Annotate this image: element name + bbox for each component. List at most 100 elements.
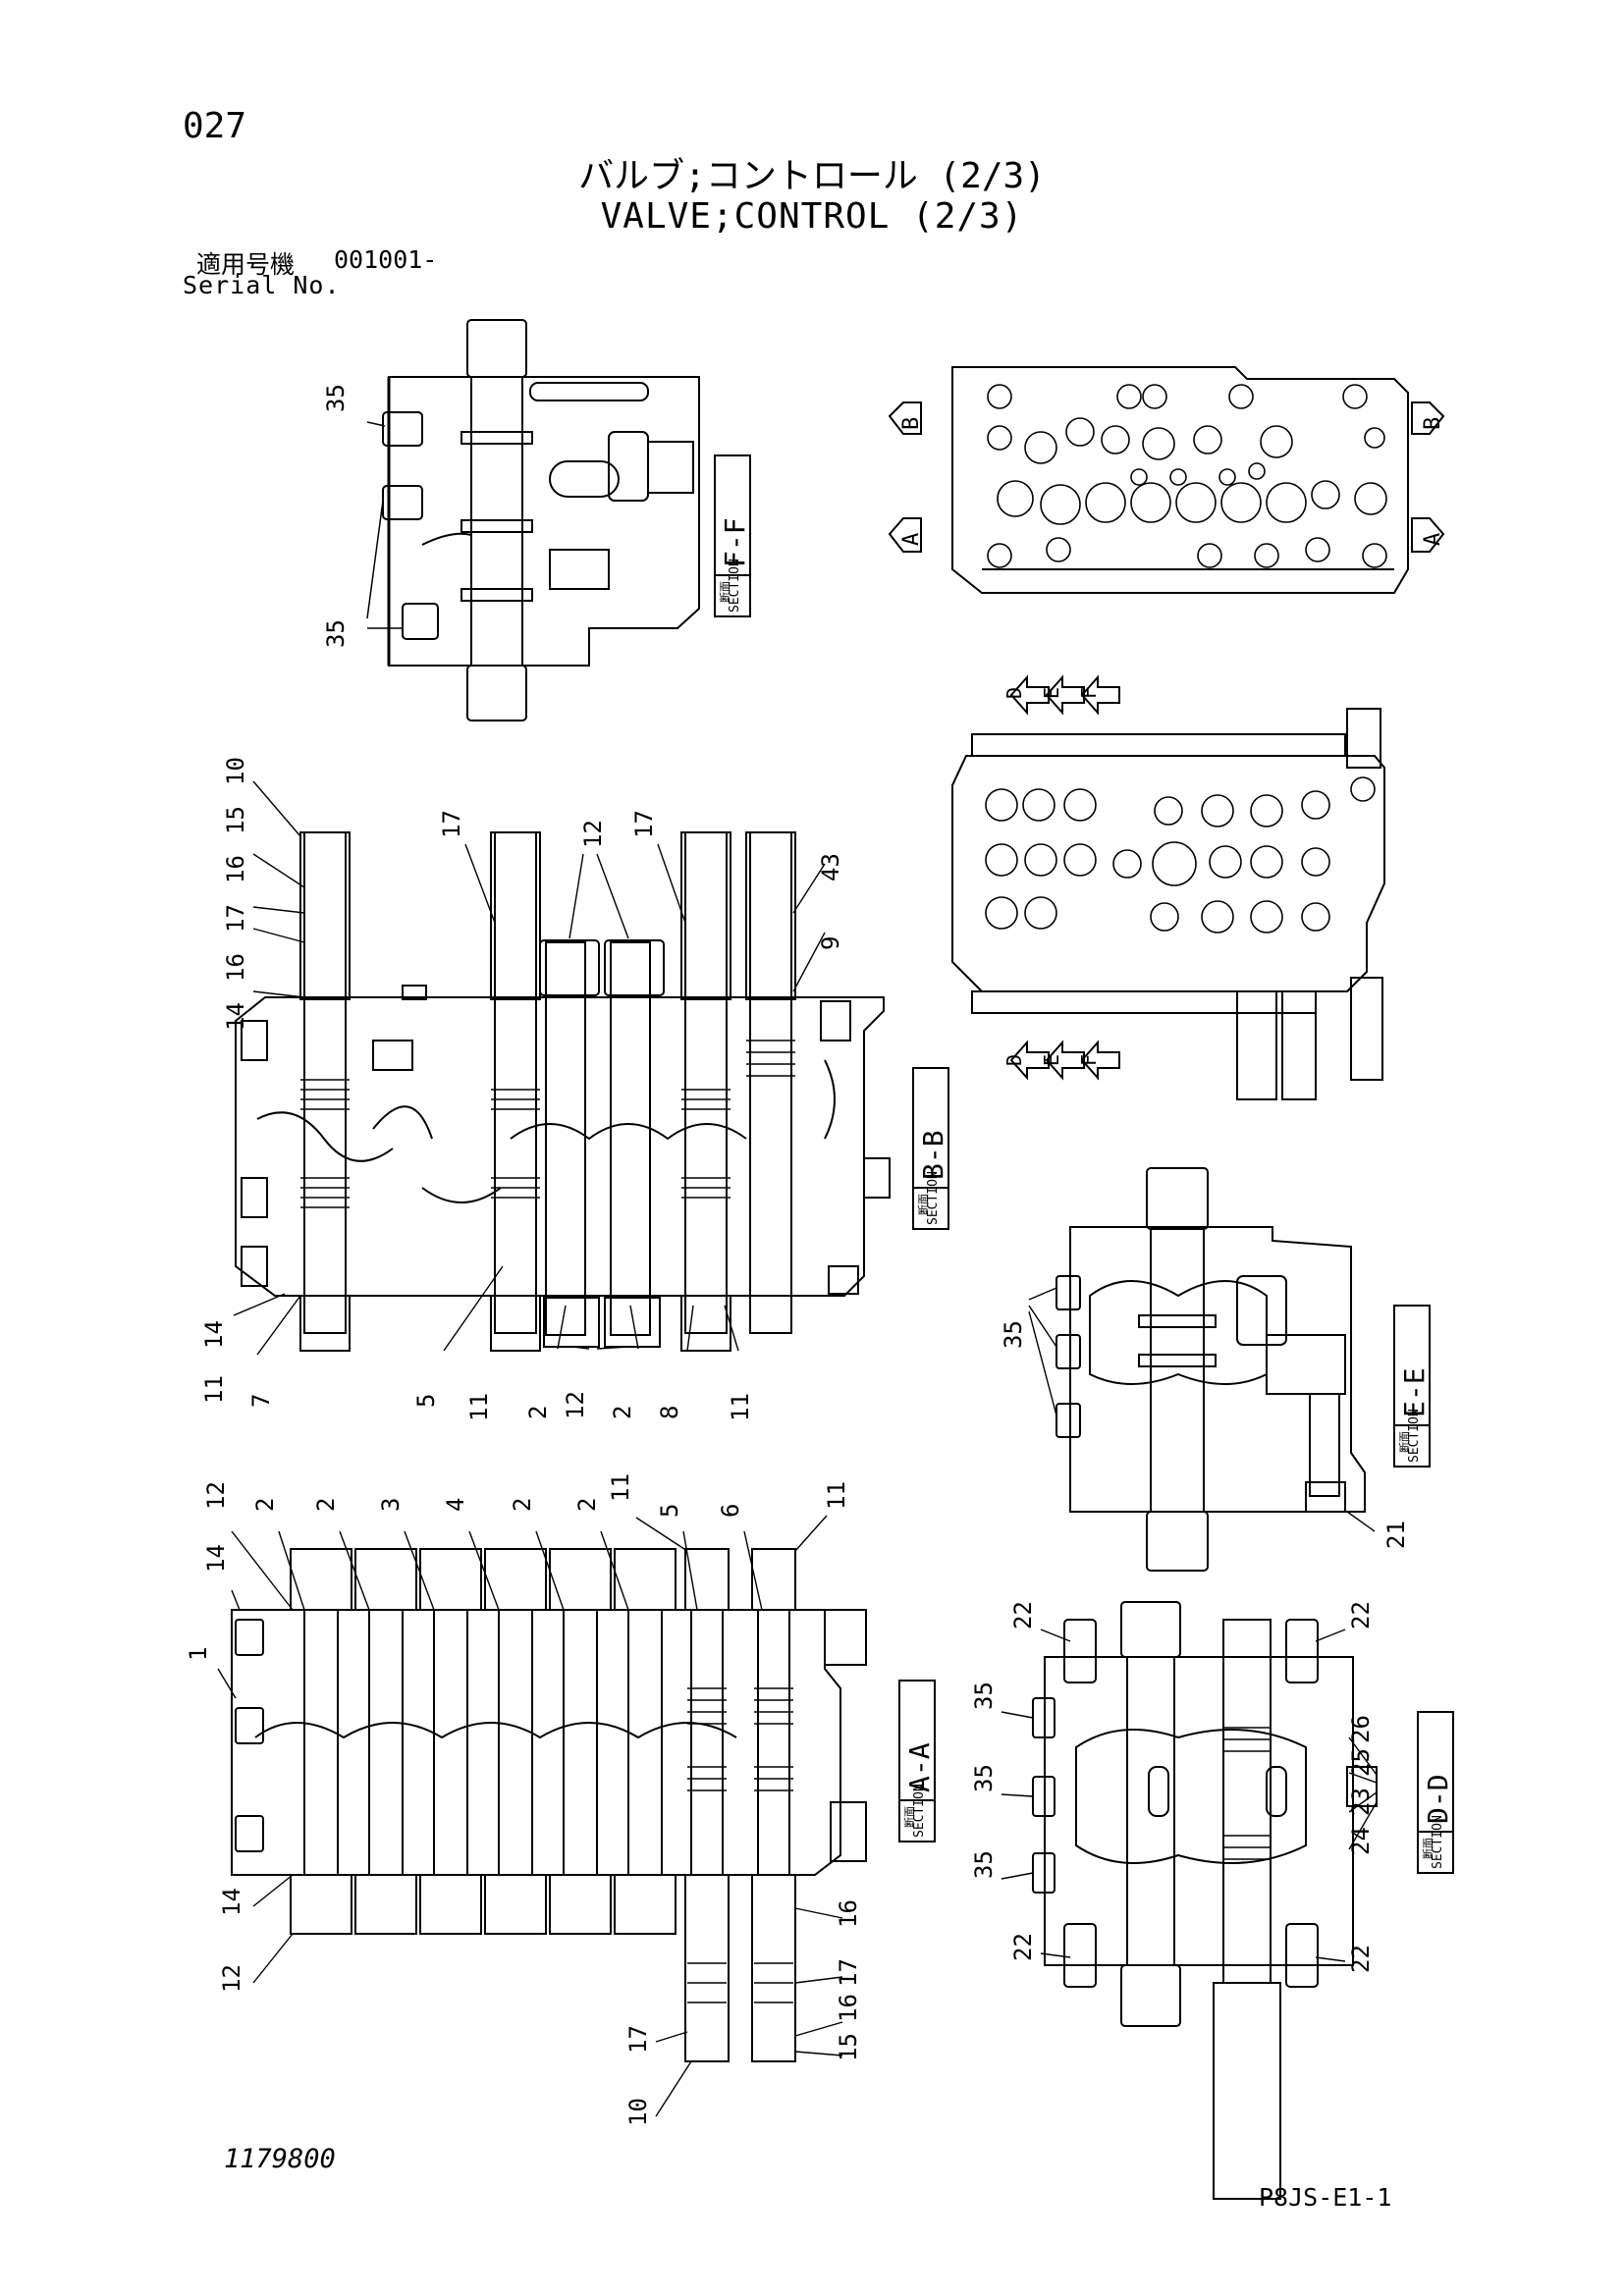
callout-dd-35-a: 35	[970, 1682, 998, 1710]
svg-text:A-A: A-A	[903, 1742, 936, 1792]
view-marker-a-right: A	[1421, 533, 1445, 546]
callout-bb-5: 5	[412, 1394, 440, 1408]
top-view	[888, 366, 1445, 594]
callout-aa-2-d: 2	[573, 1498, 601, 1512]
serial-label-english: Serial No.	[183, 271, 341, 299]
svg-text:断面: 断面	[718, 581, 731, 603]
callout-aa-1: 1	[185, 1647, 212, 1661]
callout-dd-22-c: 22	[1009, 1933, 1037, 1961]
svg-text:SECTION: SECTION	[728, 559, 742, 613]
callout-bb-12-top: 12	[579, 820, 607, 848]
callout-ee-35: 35	[1000, 1320, 1027, 1349]
callout-aa-11-b: 11	[823, 1481, 850, 1510]
callout-aa-5: 5	[656, 1504, 683, 1518]
callout-aa-17-a: 17	[835, 1958, 862, 1987]
view-marker-d-top: D	[1002, 687, 1026, 699]
svg-text:B-B: B-B	[917, 1130, 949, 1180]
aa-leader-lines	[217, 1515, 843, 2117]
callout-bb-2-b: 2	[609, 1406, 636, 1419]
callout-aa-15: 15	[835, 2033, 862, 2061]
section-dd-label: SECTION 断面 D-D	[1417, 1711, 1454, 1874]
page-number: 027	[183, 106, 247, 146]
callout-bb-14-bottom: 14	[200, 1320, 228, 1349]
callout-aa-3: 3	[377, 1498, 405, 1512]
callout-bb-15: 15	[222, 806, 249, 834]
callout-bb-43: 43	[817, 853, 844, 881]
callout-bb-8: 8	[656, 1406, 683, 1419]
callout-dd-35-b: 35	[970, 1764, 998, 1792]
callout-aa-11-a: 11	[607, 1473, 634, 1502]
svg-text:F-F: F-F	[719, 517, 751, 567]
callout-bb-10: 10	[222, 757, 249, 785]
section-ff-label: SECTION 断面 F-F	[714, 454, 751, 617]
callout-bb-11-c: 11	[727, 1393, 754, 1421]
view-marker-e-bottom: E	[1040, 1054, 1063, 1066]
callout-bb-17-b: 17	[438, 810, 465, 838]
section-ee-view	[1028, 1167, 1376, 1572]
callout-aa-2-a: 2	[251, 1498, 279, 1512]
view-marker-b-right: B	[1421, 417, 1445, 430]
svg-text:SECTION: SECTION	[912, 1784, 927, 1838]
svg-text:断面: 断面	[916, 1194, 930, 1215]
view-marker-b-left: B	[899, 417, 924, 430]
callout-dd-22-b: 22	[1347, 1601, 1375, 1629]
side-view	[951, 674, 1385, 1100]
section-dd-view	[1032, 1601, 1378, 2200]
callout-aa-17-b: 17	[624, 2025, 652, 2054]
callout-dd-26: 26	[1347, 1715, 1375, 1743]
callout-dd-24: 24	[1347, 1827, 1375, 1855]
callout-bb-16-b: 16	[222, 953, 249, 982]
callout-bb-12-bottom: 12	[562, 1391, 589, 1419]
section-bb-label: SECTION 断面 B-B	[912, 1067, 949, 1230]
callout-aa-6: 6	[717, 1504, 744, 1518]
callout-bb-17-c: 17	[630, 810, 658, 838]
callout-aa-16-b: 16	[835, 1994, 862, 2022]
callout-aa-16-a: 16	[835, 1899, 862, 1928]
callout-aa-10: 10	[624, 2098, 652, 2126]
view-marker-f-bottom: F	[1077, 1054, 1101, 1066]
section-ee-label: SECTION 断面 E-E	[1393, 1305, 1431, 1468]
serial-label-japanese: 適用号機	[196, 250, 296, 279]
svg-text:断面: 断面	[902, 1806, 916, 1828]
serial-number-value: 001001-	[334, 245, 438, 274]
drawing-number: 1179800	[224, 2144, 336, 2174]
callout-bb-2-a: 2	[524, 1406, 552, 1419]
svg-text:SECTION: SECTION	[926, 1171, 941, 1225]
title-japanese: バルブ;コントロール (2/3)	[578, 156, 1046, 196]
callout-aa-14-bottom: 14	[218, 1888, 245, 1916]
bb-leader-lines	[233, 780, 826, 1356]
callout-aa-4: 4	[442, 1498, 469, 1512]
section-ff-view	[366, 319, 700, 721]
section-aa-view	[231, 1548, 867, 2062]
view-marker-f-top: F	[1077, 687, 1101, 699]
callout-dd-35-c: 35	[970, 1850, 998, 1879]
title-english: VALVE;CONTROL (2/3)	[600, 196, 1024, 237]
callout-bb-14-top: 14	[222, 1002, 249, 1031]
view-marker-a-left: A	[899, 533, 924, 546]
svg-text:SECTION: SECTION	[1407, 1409, 1422, 1463]
callout-ff-35-bottom: 35	[322, 619, 350, 648]
callout-dd-23: 23	[1347, 1788, 1375, 1816]
svg-text:断面: 断面	[1421, 1838, 1435, 1859]
callout-aa-14-top: 14	[202, 1544, 230, 1573]
dd-leader-lines	[1001, 1629, 1378, 1962]
callout-aa-2-b: 2	[312, 1498, 340, 1512]
callout-aa-2-c: 2	[509, 1498, 536, 1512]
callout-dd-22-d: 22	[1347, 1945, 1375, 1973]
svg-text:SECTION: SECTION	[1431, 1815, 1445, 1869]
callout-aa-12-bottom: 12	[218, 1964, 245, 1993]
callout-bb-11-b: 11	[465, 1393, 493, 1421]
svg-text:D-D: D-D	[1422, 1774, 1454, 1824]
callout-ff-35-top: 35	[322, 384, 350, 412]
callout-bb-7: 7	[247, 1394, 275, 1408]
callout-bb-11-a: 11	[200, 1375, 228, 1404]
svg-text:断面: 断面	[1397, 1431, 1411, 1453]
callout-bb-16-a: 16	[222, 855, 249, 883]
view-marker-d-bottom: D	[1002, 1054, 1026, 1066]
callout-dd-22-a: 22	[1009, 1601, 1037, 1629]
callout-bb-9: 9	[817, 936, 844, 950]
section-bb-view	[235, 831, 891, 1352]
callout-ee-21: 21	[1382, 1521, 1410, 1549]
callout-aa-12-top: 12	[202, 1481, 230, 1510]
